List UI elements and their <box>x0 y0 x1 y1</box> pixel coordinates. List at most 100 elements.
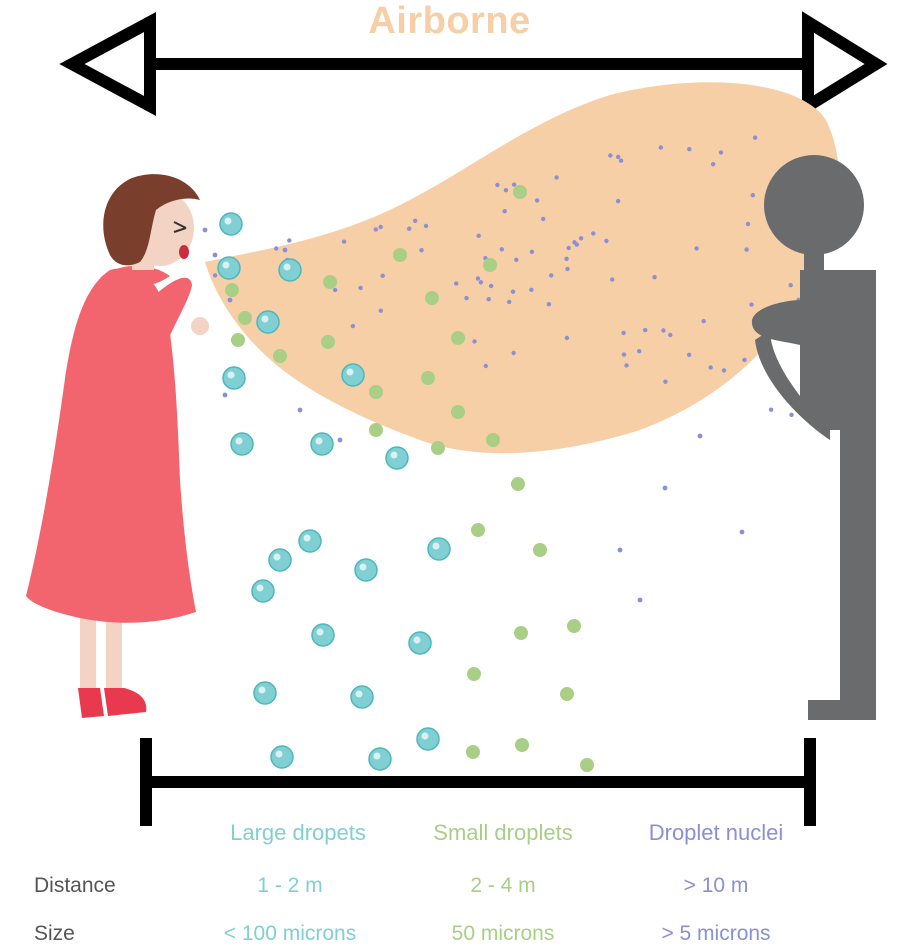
droplet-nuclei-header: Droplet nuclei <box>606 820 826 846</box>
droplet-nuclei-dot <box>477 234 481 238</box>
large-droplet-dot <box>218 257 240 279</box>
droplet-nuclei-dot <box>687 147 691 151</box>
small-droplet-dot <box>515 738 529 752</box>
droplet-nuclei-dot <box>579 236 583 240</box>
small-droplet-dot <box>451 405 465 419</box>
large-droplet-dot <box>355 559 377 581</box>
small-droplet-dot <box>514 626 528 640</box>
droplet-nuclei-dot <box>529 288 533 292</box>
droplet-nuclei-dot <box>567 246 571 250</box>
droplet-nuclei-dot <box>554 175 558 179</box>
droplet-nuclei-dot <box>711 162 715 166</box>
droplet-nuclei-dot <box>619 159 623 163</box>
small-droplet-dot <box>513 185 527 199</box>
large-droplet-dot <box>257 311 279 333</box>
airborne-title: Airborne <box>0 0 899 43</box>
large-droplet-dot <box>231 433 253 455</box>
small-droplet-dot <box>511 477 525 491</box>
large-droplet-highlight <box>360 564 367 571</box>
droplet-nuclei-dot <box>621 331 625 335</box>
large-droplet-highlight <box>225 218 232 225</box>
droplet-nuclei-dot <box>789 283 793 287</box>
large-droplet-dot <box>220 213 242 235</box>
droplet-nuclei-dot <box>213 253 218 258</box>
small-droplet-dot <box>369 385 383 399</box>
droplet-nuclei-dot <box>530 250 534 254</box>
droplet-nuclei-dot <box>769 408 773 412</box>
droplet-nuclei-dot <box>742 358 746 362</box>
droplet-nuclei-dot <box>618 548 623 553</box>
large-droplet-dot <box>386 447 408 469</box>
large-droplet-highlight <box>347 369 354 376</box>
droplet-nuclei-dot <box>753 136 757 140</box>
droplet-nuclei-dot <box>652 275 656 279</box>
small-droplet-dot <box>425 291 439 305</box>
small-droplet-dot <box>321 335 335 349</box>
droplet-nuclei-dot <box>740 530 745 535</box>
small-droplet-dot <box>393 248 407 262</box>
droplet-nuclei-dot <box>746 222 750 226</box>
large-droplet-dot <box>271 746 293 768</box>
droplet-nuclei-dot <box>549 273 553 277</box>
droplet-nuclei-dot <box>751 193 755 197</box>
droplet-nuclei-dot <box>374 227 378 231</box>
droplet-nuclei-dot <box>564 257 568 261</box>
droplet-nuclei-dot <box>719 150 723 154</box>
large-droplet-highlight <box>259 687 266 694</box>
droplet-nuclei-dot <box>591 231 595 235</box>
droplet-nuclei-dot <box>643 328 647 332</box>
small-droplet-dot <box>467 667 481 681</box>
large-droplet-dot <box>417 728 439 750</box>
small-droplet-dot <box>471 523 485 537</box>
small-distance-value: 2 - 4 m <box>393 874 613 898</box>
droplet-nuclei-dot <box>512 182 516 186</box>
large-droplet-highlight <box>316 438 323 445</box>
small-droplet-dot <box>323 275 337 289</box>
large-droplet-highlight <box>262 316 269 323</box>
large-droplet-highlight <box>257 585 264 592</box>
large-droplet-highlight <box>374 753 381 760</box>
small-droplet-dot <box>567 619 581 633</box>
large-droplet-highlight <box>284 264 291 271</box>
droplet-nuclei-dot <box>616 199 620 203</box>
droplet-nuclei-dot <box>541 217 545 221</box>
droplet-nuclei-dot <box>472 339 476 343</box>
droplet-nuclei-dot <box>622 352 626 356</box>
droplet-nuclei-dot <box>358 286 362 290</box>
small-droplet-dot <box>369 423 383 437</box>
large-droplet-dot <box>254 682 276 704</box>
droplet-nuclei-dot <box>476 276 480 280</box>
large-droplet-highlight <box>304 535 311 542</box>
droplet-nuclei-dot <box>565 267 569 271</box>
large-droplet-dot <box>269 549 291 571</box>
large-droplets-header: Large dropets <box>188 820 408 846</box>
droplet-nuclei-dot <box>333 288 337 292</box>
droplet-nuclei-dot <box>565 336 569 340</box>
droplet-nuclei-dot <box>709 365 713 369</box>
small-droplet-dot <box>231 333 245 347</box>
large-droplet-dot <box>342 364 364 386</box>
droplet-nuclei-dot <box>668 333 672 337</box>
large-droplet-dot <box>351 686 373 708</box>
droplet-nuclei-dot <box>511 290 515 294</box>
droplet-nuclei-dot <box>274 246 278 250</box>
large-droplet-highlight <box>356 691 363 698</box>
droplet-nuclei-dot <box>661 328 665 332</box>
large-droplet-dot <box>299 530 321 552</box>
droplet-nuclei-dot <box>789 413 793 417</box>
large-droplet-highlight <box>223 262 230 269</box>
droplet-nuclei-dot <box>495 183 499 187</box>
large-droplet-dot <box>409 632 431 654</box>
large-droplet-highlight <box>276 751 283 758</box>
small-droplet-dot <box>225 283 239 297</box>
small-droplet-dot <box>580 758 594 772</box>
droplet-nuclei-dot <box>572 240 576 244</box>
droplet-nuclei-dot <box>663 380 667 384</box>
droplet-nuclei-dot <box>283 248 288 253</box>
droplet-nuclei-dot <box>342 240 346 244</box>
droplet-nuclei-dot <box>507 300 511 304</box>
droplet-nuclei-dot <box>663 486 668 491</box>
small-droplet-dot <box>273 349 287 363</box>
droplet-nuclei-dot <box>694 246 698 250</box>
droplet-nuclei-dot <box>379 225 383 229</box>
